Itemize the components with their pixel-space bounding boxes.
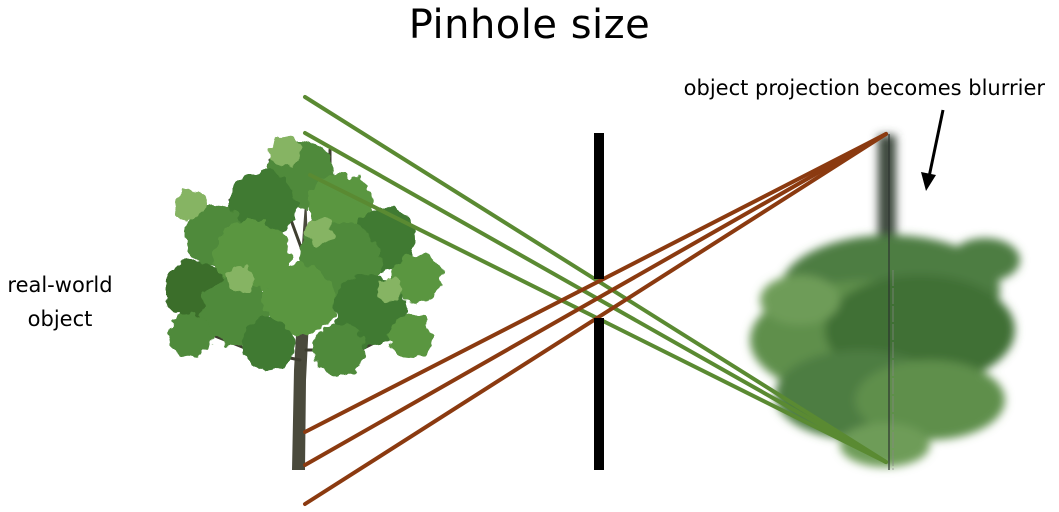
projection-screen <box>888 134 894 470</box>
object-label-line2: object <box>27 307 93 331</box>
object-label-line1: real-world <box>7 273 113 297</box>
page-title: Pinhole size <box>408 2 651 48</box>
projection-label: object projection becomes blurrier <box>683 76 1045 100</box>
real-world-object-label: real-world object <box>0 268 120 336</box>
pinhole-barrier <box>594 133 604 470</box>
arrow-icon <box>921 109 945 191</box>
tree-icon <box>165 134 442 470</box>
